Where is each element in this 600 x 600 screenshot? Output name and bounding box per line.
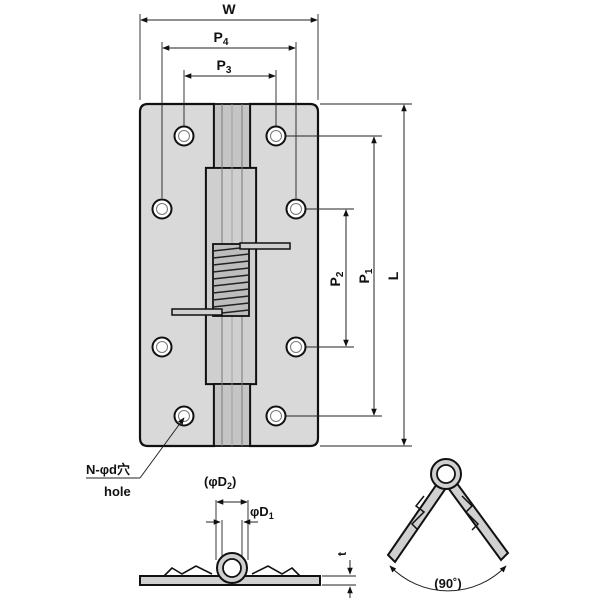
hole-upper-left (151, 198, 173, 220)
p4-label: P4 (214, 29, 229, 48)
side-view-90: (90˚) (386, 458, 510, 592)
spring-arm-left (171, 308, 223, 316)
angle-arc (389, 565, 507, 592)
d2-label: (φD2) (204, 474, 236, 491)
w-label: W (222, 1, 236, 17)
angled-leaf-right (444, 476, 510, 562)
flat-leaf-left (139, 575, 233, 586)
d1-label: φD1 (250, 504, 274, 521)
hole-lower-left (151, 336, 173, 358)
l-label: L (385, 271, 401, 280)
hole-callout: N-φd穴 hole (86, 417, 185, 499)
mounting-holes (151, 125, 307, 427)
front-view (138, 102, 320, 448)
p3-label: P3 (217, 57, 232, 76)
dim-right: P2 P1 L (286, 103, 412, 447)
angled-leaf-left (386, 476, 450, 564)
p1-label: P1 (356, 268, 375, 283)
hole-top-right (265, 125, 287, 147)
right-leaf (248, 102, 320, 448)
hole-bottom-right (265, 405, 287, 427)
hole-lower-right (285, 336, 307, 358)
hole-label-jp: N-φd穴 (86, 462, 130, 477)
spring-coil (171, 242, 291, 317)
hole-bottom-left (173, 405, 195, 427)
spring-arm-right (239, 242, 291, 250)
dim-top: W P4 P3 (139, 1, 319, 198)
hole-label-en: hole (104, 484, 131, 499)
flat-leaf-right (231, 575, 321, 586)
left-leaf (138, 102, 216, 448)
t-label: t (335, 552, 349, 556)
hole-top-left (173, 125, 195, 147)
p2-label: P2 (327, 271, 346, 286)
angle-label: (90˚) (434, 576, 461, 591)
hole-upper-right (285, 198, 307, 220)
side-view-flat: (φD2) φD1 t (139, 474, 356, 598)
